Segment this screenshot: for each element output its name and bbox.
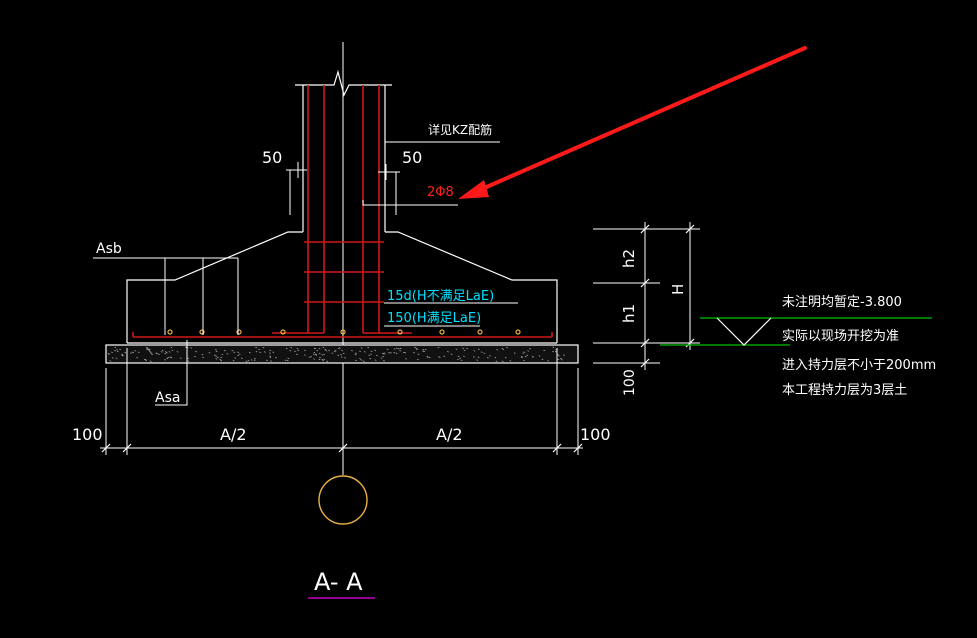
note-line-3: 进入持力层不小于200mm bbox=[782, 358, 936, 373]
anchor-15d-label: 15d(H不满足LaE) bbox=[387, 289, 494, 304]
dimension-tick bbox=[640, 338, 650, 348]
dimension-tick bbox=[685, 338, 695, 348]
rebar-dot bbox=[199, 329, 205, 335]
dimension-tick bbox=[552, 443, 562, 453]
kz-reference-label: 详见KZ配筋 bbox=[428, 122, 492, 137]
ground-level bbox=[660, 317, 932, 346]
dimension-ticks bbox=[101, 224, 695, 453]
dimension-tick bbox=[640, 224, 650, 234]
dimension-tick bbox=[338, 443, 348, 453]
rebar-dot bbox=[515, 329, 521, 335]
dim-100-right: 100 bbox=[580, 425, 611, 444]
rebar-dot bbox=[439, 329, 445, 335]
dim-50-right: 50 bbox=[402, 148, 422, 167]
dim-a2-right: A/2 bbox=[436, 425, 463, 444]
level-symbol bbox=[716, 317, 772, 346]
note-line-4: 本工程持力层为3层土 bbox=[782, 383, 907, 398]
dim-50-left: 50 bbox=[262, 148, 282, 167]
dimension-lines bbox=[93, 141, 700, 455]
dim-100-vertical: 100 bbox=[622, 369, 638, 396]
dimension-tick bbox=[573, 443, 583, 453]
asb-label: Asb bbox=[96, 241, 122, 257]
blinding-layer bbox=[105, 344, 579, 364]
footing-outline bbox=[126, 231, 558, 344]
dim-a2-left: A/2 bbox=[220, 425, 247, 444]
H-label: H bbox=[669, 284, 687, 295]
dimension-tick bbox=[685, 224, 695, 234]
note-line-1: 未注明均暂定-3.800 bbox=[782, 295, 902, 310]
rebar-dot bbox=[236, 329, 242, 335]
section-title: A- A bbox=[314, 568, 363, 596]
dimension-tick bbox=[640, 278, 650, 288]
h2-label: h2 bbox=[620, 249, 638, 268]
h1-label: h1 bbox=[620, 304, 638, 323]
dim-100-left: 100 bbox=[72, 425, 103, 444]
rebar-2phi8-label: 2Φ8 bbox=[427, 185, 454, 200]
rebar-dot bbox=[167, 329, 173, 335]
rebar-dot bbox=[340, 329, 346, 335]
dimension-tick bbox=[122, 443, 132, 453]
dimension-tick bbox=[101, 443, 111, 453]
column-rebars bbox=[132, 85, 553, 338]
rebar-dot bbox=[397, 329, 403, 335]
rebar-dot bbox=[477, 329, 483, 335]
dimension-tick bbox=[640, 358, 650, 368]
asa-label: Asa bbox=[155, 390, 180, 406]
note-line-2: 实际以现场开挖为准 bbox=[782, 329, 899, 344]
section-circle bbox=[318, 475, 368, 525]
anchor-150-label: 150(H满足LaE) bbox=[387, 311, 481, 326]
rebar-dot bbox=[280, 329, 286, 335]
annotation-arrow bbox=[458, 46, 807, 199]
rebar-dots bbox=[167, 329, 521, 335]
column-outline bbox=[295, 69, 392, 232]
